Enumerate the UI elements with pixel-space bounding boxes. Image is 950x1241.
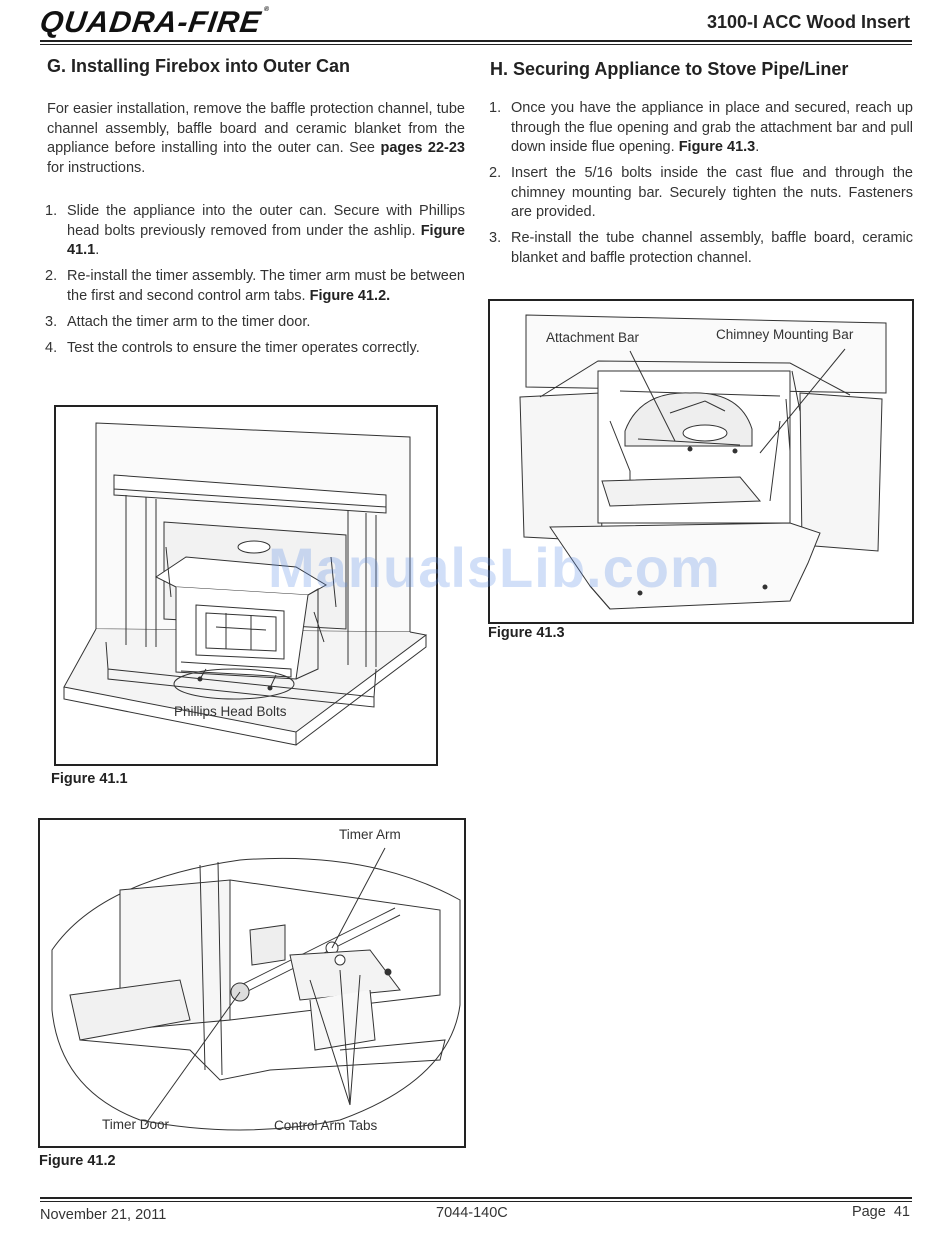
watermark: ManualsLib.com [268, 536, 721, 599]
label-timer-arm: Timer Arm [339, 827, 401, 842]
intro-text-end: for instructions. [47, 159, 146, 176]
header-rule-thin [40, 44, 912, 45]
figure-41-1-caption: Figure 41.1 [51, 771, 128, 787]
list-item: 2.Insert the 5/16 bolts inside the cast … [489, 165, 913, 220]
label-phillips-head-bolts: Phillips Head Bolts [174, 704, 287, 719]
header-rule [40, 40, 912, 42]
section-g-heading: G. Installing Firebox into Outer Can [47, 56, 351, 76]
intro-page-ref: pages 22-23 [380, 140, 465, 156]
document-title: 3100-I ACC Wood Insert [706, 12, 910, 32]
label-timer-door: Timer Door [102, 1117, 170, 1132]
figure-41-1: Phillips Head Bolts [54, 405, 438, 766]
figure-ref: Figure 41.2. [309, 287, 391, 304]
list-item: 1.Once you have the appliance in place a… [489, 100, 913, 155]
list-item: 3.Re-install the tube channel assembly, … [489, 230, 913, 266]
section-h-steps: 1.Once you have the appliance in place a… [489, 99, 913, 275]
intro-text: For easier installation, remove the baff… [47, 101, 465, 156]
figure-41-2: Timer Arm Timer Door Control Arm Tabs [38, 818, 466, 1148]
firebox-insert-drawing [63, 422, 428, 746]
brand-logo: QUADRA-FIRE® [38, 6, 271, 40]
figure-41-3: Attachment Bar Chimney Mounting Bar [488, 299, 914, 624]
logo-registered-mark: ® [263, 6, 271, 13]
list-item: 4.Test the controls to ensure the timer … [45, 339, 420, 356]
stove-pipe-liner-drawing [519, 314, 887, 610]
section-g-intro: For easier installation, remove the baff… [47, 100, 465, 178]
footer-doc-number: 7044-140C [436, 1205, 508, 1221]
timer-assembly-drawing [51, 847, 461, 1131]
footer-page-number: Page 41 [851, 1204, 910, 1220]
footer-rule [40, 1197, 912, 1199]
figure-ref: Figure 41.3 [678, 139, 756, 155]
figure-41-2-caption: Figure 41.2 [39, 1153, 116, 1169]
figure-41-3-caption: Figure 41.3 [488, 625, 565, 641]
section-g-steps: 1.Slide the appliance into the outer can… [45, 202, 465, 365]
footer-rule-thin [40, 1201, 912, 1202]
figure-ref: Figure 41.1 [67, 222, 465, 259]
label-attachment-bar: Attachment Bar [546, 330, 640, 345]
section-h-heading: H. Securing Appliance to Stove Pipe/Line… [490, 59, 849, 79]
logo-text: QUADRA-FIRE [37, 6, 264, 39]
list-item: 2.Re-install the timer assembly. The tim… [45, 268, 465, 304]
label-chimney-mounting-bar: Chimney Mounting Bar [716, 327, 854, 342]
label-control-arm-tabs: Control Arm Tabs [274, 1118, 378, 1133]
list-item: 1.Slide the appliance into the outer can… [45, 203, 465, 259]
footer-date: November 21, 2011 [40, 1207, 167, 1223]
list-item: 3.Attach the timer arm to the timer door… [45, 313, 311, 330]
